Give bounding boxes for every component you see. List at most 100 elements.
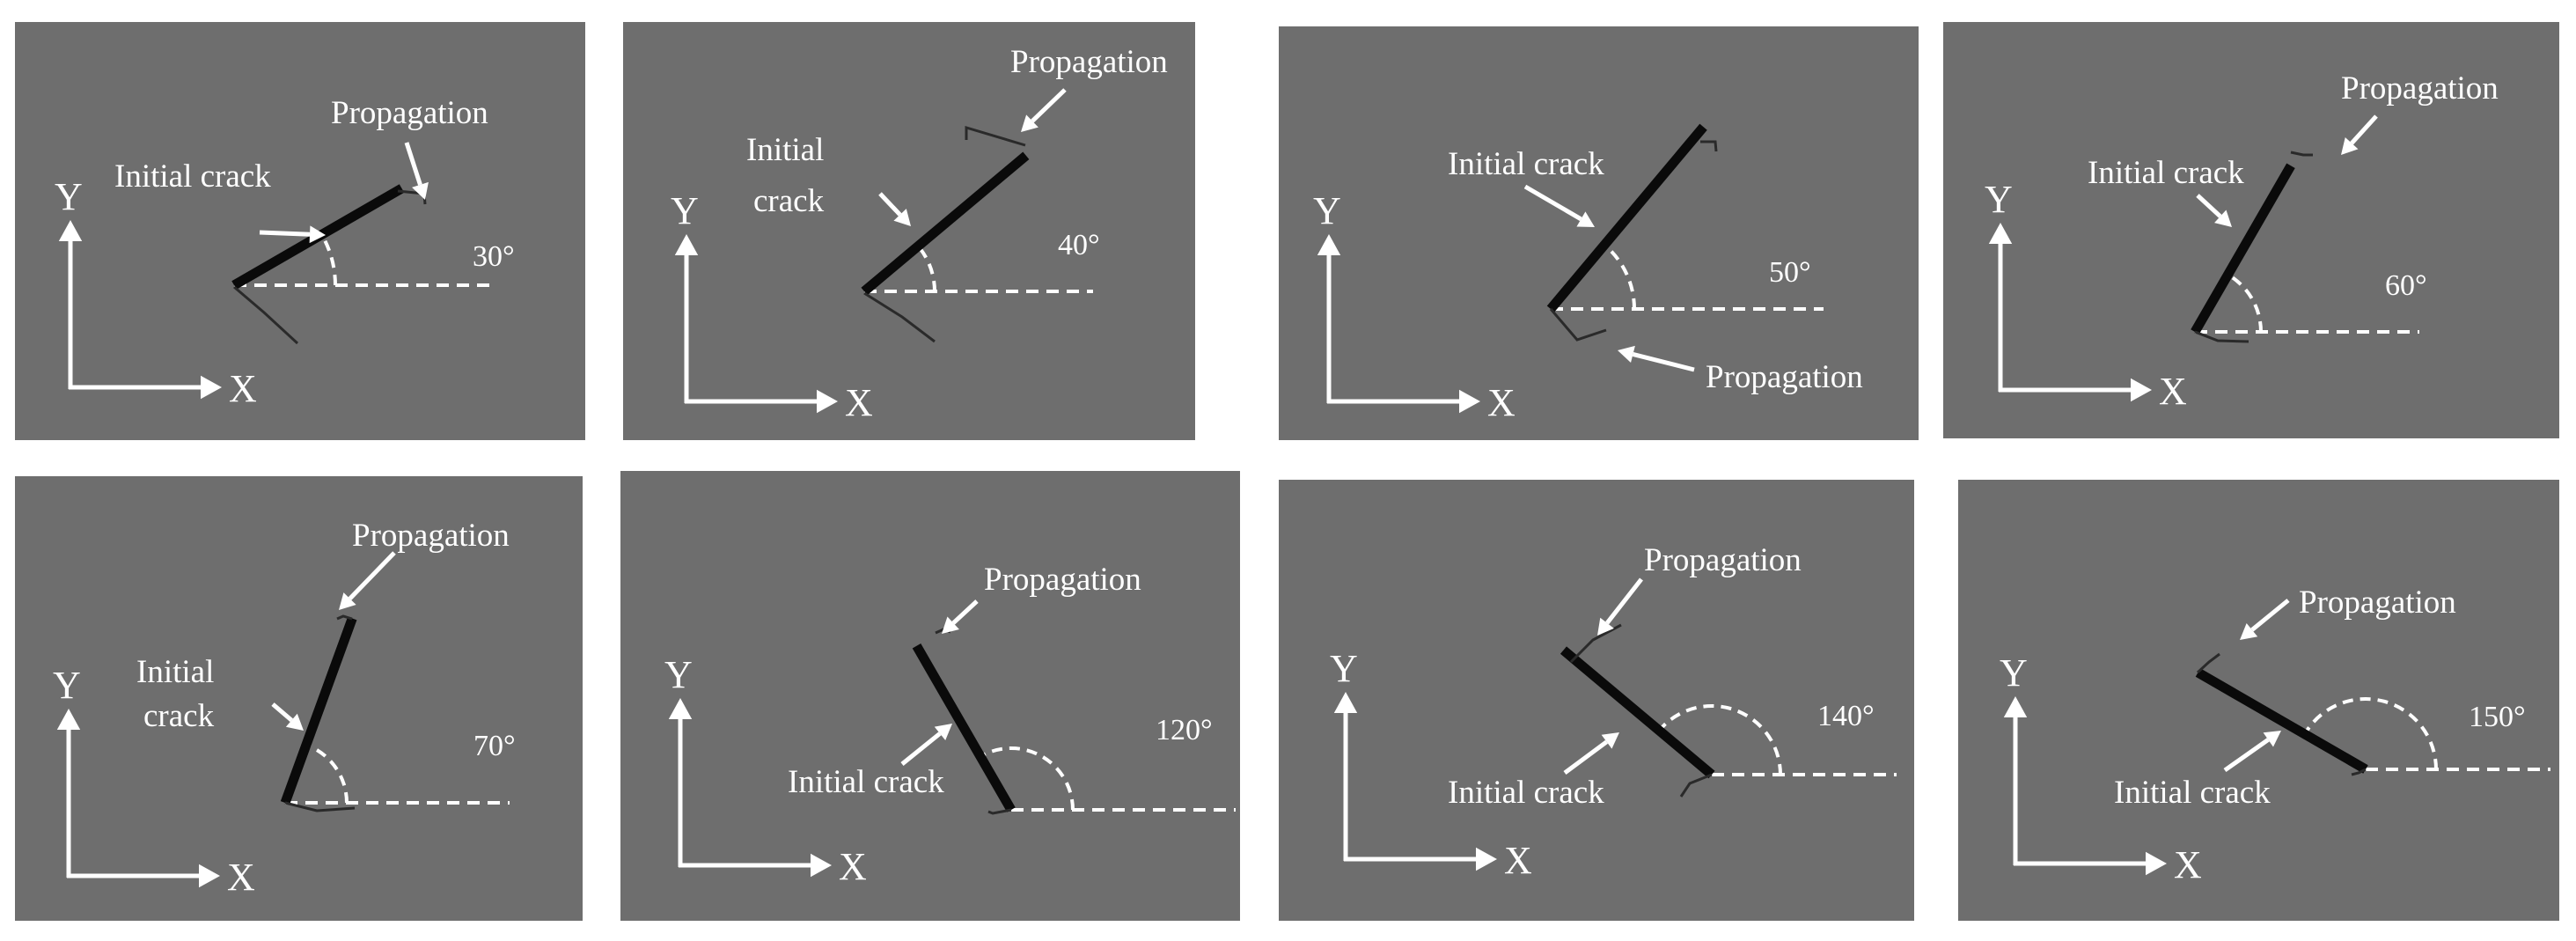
y-axis-arrow-head — [56, 709, 81, 730]
x-axis-arrow-head — [1476, 847, 1497, 871]
propagation-path — [2196, 652, 2220, 674]
propagation-path — [987, 808, 1012, 815]
propagation-arrow-head — [2240, 622, 2258, 640]
y-axis-label: Y — [53, 664, 81, 707]
propagation-arrow-shaft — [951, 599, 979, 625]
propagation-label: Propagation — [352, 518, 510, 554]
initial-crack-line — [861, 151, 1030, 296]
angle-arc — [305, 743, 349, 804]
y-axis-arrow-head — [674, 234, 699, 255]
x-axis-arrow — [1344, 847, 1497, 871]
initial-crack-arrow — [259, 225, 326, 244]
angle-label: 60° — [2385, 269, 2427, 302]
panel-background — [1958, 480, 2559, 921]
initial-crack-arrow-head — [2263, 731, 2281, 747]
propagation-path — [233, 285, 299, 345]
propagation-label: Propagation — [1706, 359, 1863, 395]
panel-background — [15, 22, 585, 440]
initial-crack-arrow — [271, 702, 304, 731]
propagation-arrow-shaft — [1605, 577, 1643, 625]
angle-label: 30° — [473, 240, 515, 273]
propagation-label: Propagation — [2299, 584, 2456, 621]
initial-crack-line — [912, 643, 1016, 812]
x-axis-arrow — [2014, 851, 2167, 876]
angle-label: 120° — [1156, 714, 1213, 746]
propagation-arrow — [1618, 345, 1695, 372]
panel-background — [15, 476, 583, 921]
propagation-label: Propagation — [1010, 44, 1168, 80]
y-axis-label: Y — [1313, 189, 1341, 232]
propagation-path — [863, 291, 936, 343]
initial-crack-arrow-shaft — [2223, 738, 2270, 773]
propagation-arrow — [404, 142, 429, 200]
propagation-arrow-head — [412, 181, 429, 200]
propagation-arrow — [942, 599, 979, 634]
initial-crack-label: Initial crack — [114, 158, 271, 195]
y-axis-label: Y — [1330, 647, 1358, 690]
y-axis-arrow-head — [2003, 696, 2028, 717]
initial-crack-label: crack — [753, 183, 825, 219]
propagation-arrow-head — [1618, 345, 1635, 364]
y-axis-label: Y — [671, 189, 699, 232]
y-axis-arrow — [668, 698, 693, 867]
initial-crack-label: Initial crack — [788, 764, 944, 800]
propagation-arrow-head — [1021, 114, 1038, 132]
panel-background — [1279, 480, 1914, 921]
angle-label: 150° — [2469, 701, 2526, 733]
x-axis-arrow — [1999, 378, 2152, 402]
propagation-label: Propagation — [1644, 542, 1802, 578]
x-axis-arrow-head — [817, 389, 838, 414]
propagation-path — [1549, 308, 1607, 342]
propagation-path — [1700, 140, 1718, 152]
y-axis-arrow — [1333, 692, 1358, 861]
initial-crack-arrow — [1563, 732, 1619, 776]
x-axis-label: X — [1504, 839, 1532, 882]
initial-crack-line — [2191, 163, 2295, 334]
initial-crack-arrow-head — [2214, 210, 2232, 227]
x-axis-label: X — [2159, 370, 2187, 413]
panel-background — [620, 471, 1240, 921]
angle-arc — [319, 233, 337, 286]
x-axis-label: X — [227, 856, 255, 899]
initial-crack-label: Initial crack — [1448, 146, 1604, 182]
x-axis-arrow — [69, 375, 222, 400]
initial-crack-label: crack — [143, 698, 215, 734]
propagation-path — [2290, 151, 2313, 157]
propagation-arrow — [2341, 114, 2378, 155]
initial-crack-arrow-head — [309, 225, 326, 244]
initial-crack-arrow — [1523, 184, 1595, 227]
propagation-label: Propagation — [984, 562, 1141, 598]
y-axis-arrow — [2003, 696, 2028, 865]
propagation-arrow-shaft — [1632, 351, 1695, 372]
x-axis-arrow — [1327, 389, 1480, 414]
y-axis-arrow-head — [1317, 234, 1341, 255]
x-axis-arrow-head — [201, 375, 222, 400]
angle-arc — [980, 746, 1075, 811]
initial-crack-arrow-shaft — [271, 702, 293, 723]
x-axis-arrow-head — [2146, 851, 2167, 876]
propagation-arrow — [339, 551, 396, 610]
propagation-path — [284, 801, 356, 812]
propagation-path — [2351, 768, 2367, 776]
propagation-arrow — [2240, 599, 2290, 640]
x-axis-arrow — [67, 864, 220, 888]
panel-background — [623, 22, 1195, 440]
y-axis-label: Y — [1985, 178, 2013, 221]
propagation-arrow-shaft — [348, 551, 396, 600]
angle-label: 70° — [473, 730, 516, 762]
angle-label: 40° — [1058, 229, 1100, 261]
initial-crack-arrow-shaft — [878, 192, 902, 217]
initial-crack-arrow-head — [1601, 732, 1619, 749]
x-axis-label: X — [2174, 843, 2202, 886]
y-axis-arrow-head — [58, 220, 83, 241]
initial-crack-arrow — [900, 724, 952, 766]
initial-crack-arrow-shaft — [900, 731, 942, 766]
initial-crack-arrow-head — [893, 209, 911, 226]
initial-crack-arrow — [2223, 731, 2281, 773]
initial-crack-arrow-head — [934, 724, 952, 741]
